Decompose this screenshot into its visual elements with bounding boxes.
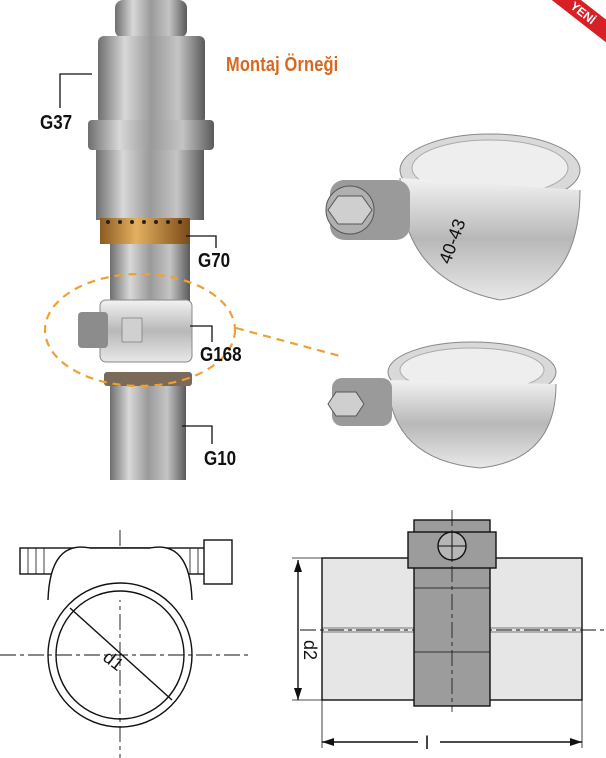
tool-assembly [78, 0, 214, 480]
label-g70: G70 [198, 250, 231, 272]
leader-lines [59, 73, 217, 444]
dimension-d2: d2 [300, 640, 320, 660]
section-title: Montaj Örneği [226, 54, 339, 76]
drawing-front-view: d1 [0, 530, 250, 758]
detail-callout [43, 272, 341, 388]
drawing-side-view: d2 l [292, 510, 606, 753]
label-g10: G10 [204, 448, 237, 470]
label-g37: G37 [40, 112, 73, 134]
clamp-photo-small [327, 341, 557, 469]
clamp-photo-large: 40-43 [325, 133, 581, 301]
dimension-d1: d1 [99, 647, 127, 675]
dimension-l: l [425, 733, 429, 753]
label-g168: G168 [200, 344, 242, 366]
